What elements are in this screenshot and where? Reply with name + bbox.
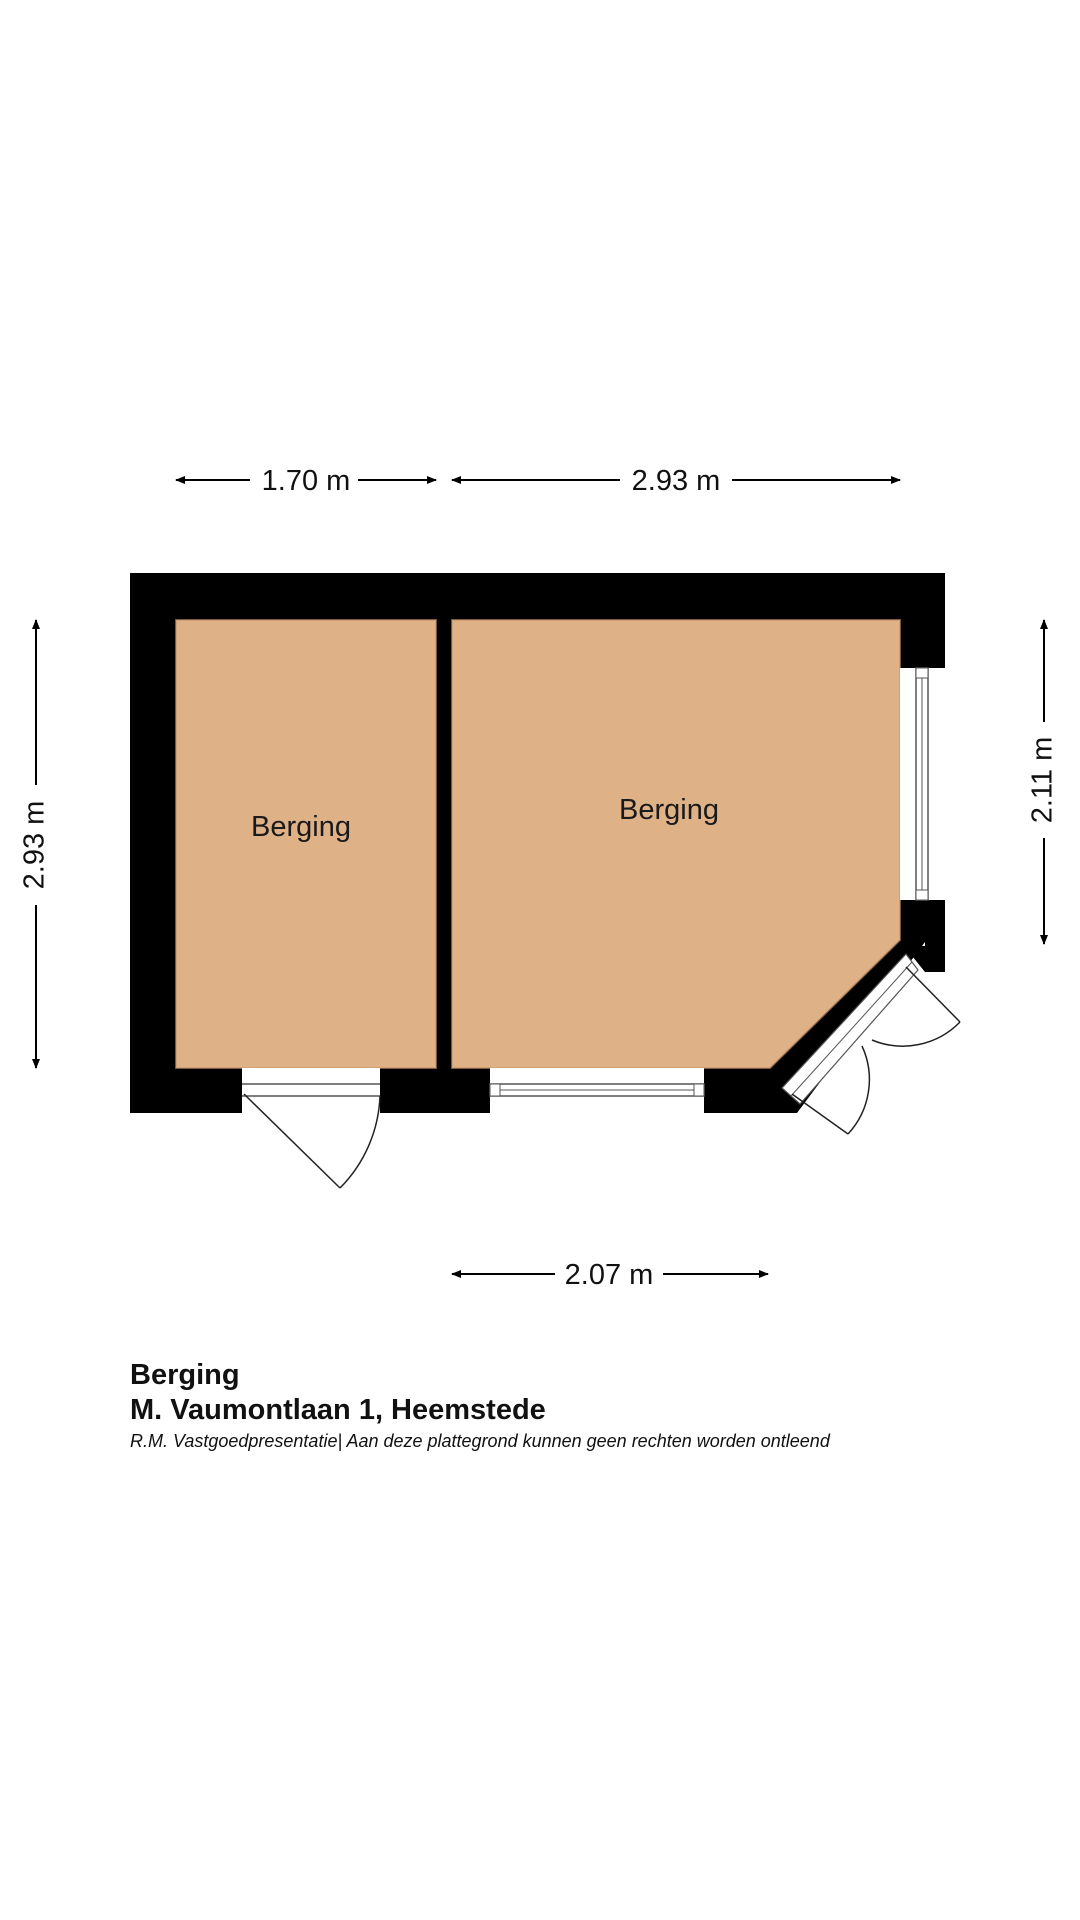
dimension-label-right: 2.11 m xyxy=(1027,737,1059,824)
room-floor-left xyxy=(176,620,436,1068)
dimension-top-left: 1.70 m xyxy=(175,465,437,497)
plan-disclaimer: R.M. Vastgoedpresentatie| Aan deze platt… xyxy=(130,1431,830,1451)
door-diagonal-corner xyxy=(781,946,961,1135)
room-label-left: Berging xyxy=(251,811,351,843)
plan-address: M. Vaumontlaan 1, Heemstede xyxy=(130,1394,546,1426)
dimension-bottom: 2.07 m xyxy=(451,1259,769,1291)
dimension-label-top-left: 1.70 m xyxy=(262,465,351,497)
dimension-top-right: 2.93 m xyxy=(451,465,901,497)
door-left-room xyxy=(242,1068,381,1189)
window-right-wall xyxy=(900,667,945,901)
room-floor-right-edge xyxy=(451,619,901,1069)
room-floor-right xyxy=(452,620,900,1068)
dimension-label-left: 2.93 m xyxy=(19,801,51,890)
plan-title: Berging xyxy=(130,1359,240,1391)
dimension-right: 2.11 m xyxy=(1027,619,1059,945)
dimension-left: 2.93 m xyxy=(19,619,51,1069)
room-label-right: Berging xyxy=(619,794,719,826)
dimension-label-top-right: 2.93 m xyxy=(632,465,721,497)
dimension-label-bottom: 2.07 m xyxy=(565,1259,654,1291)
window-bottom-wall xyxy=(489,1068,705,1113)
